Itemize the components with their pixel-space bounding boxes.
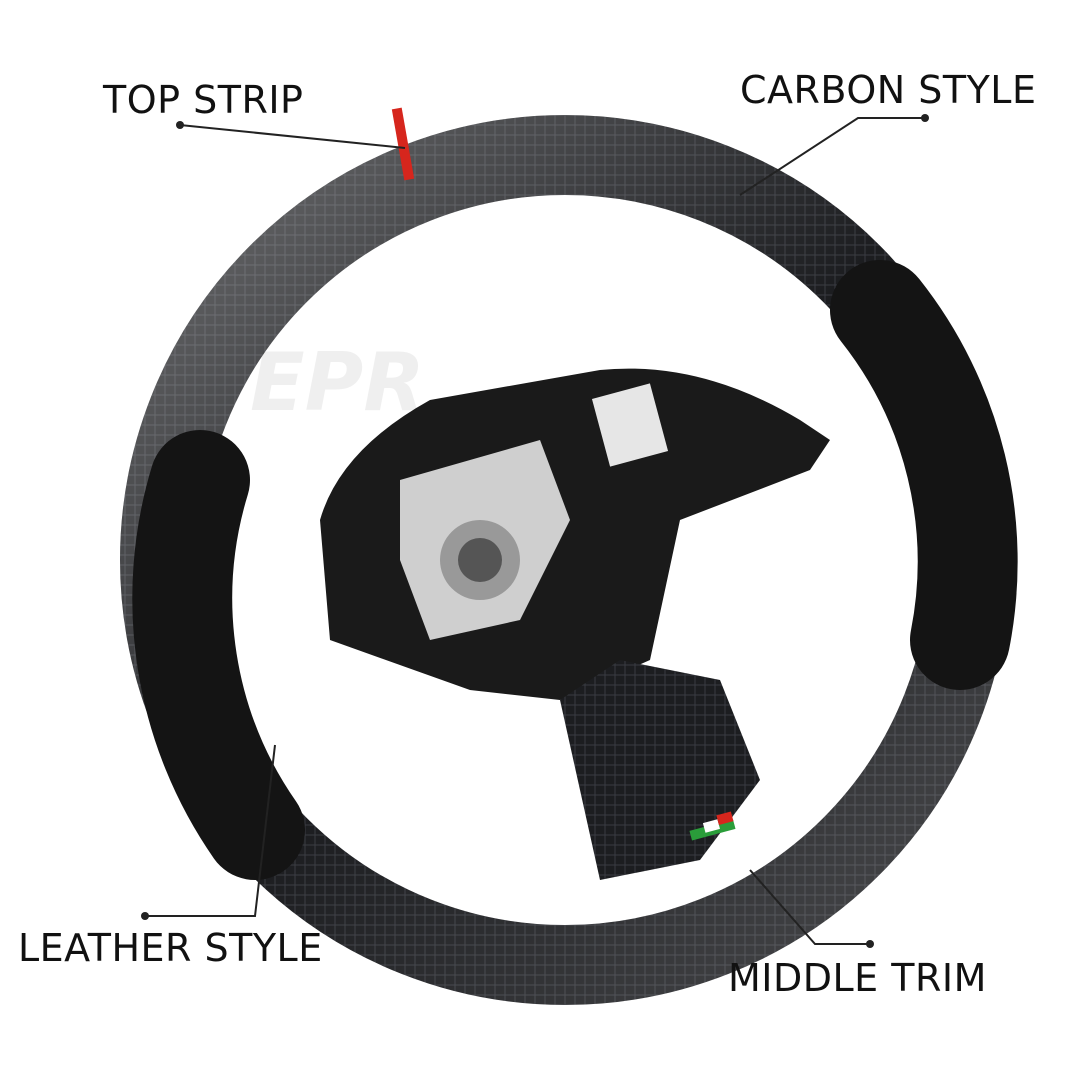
- leader-dots: [141, 114, 929, 948]
- carbon-style-leader: [739, 117, 925, 196]
- top-strip-dot: [176, 121, 184, 129]
- middle-trim-leader: [749, 869, 870, 945]
- leader-lines: [145, 117, 925, 945]
- top-strip-leader: [179, 124, 406, 149]
- middle-trim-dot: [866, 940, 874, 948]
- wheel-hub: [320, 368, 830, 880]
- watermark: EPR: [250, 336, 425, 429]
- left-leather-grip: [132, 430, 305, 880]
- leather-style-dot: [141, 912, 149, 920]
- top-strip-marker: [391, 107, 415, 181]
- carbon-style-label: CARBON STYLE: [740, 68, 1037, 112]
- top-strip-label: TOP STRIP: [103, 78, 304, 122]
- right-leather-grip: [830, 260, 1018, 690]
- middle-trim-label: MIDDLE TRIM: [728, 956, 987, 1000]
- leather-style-leader: [145, 744, 276, 917]
- leather-style-label: LEATHER STYLE: [18, 926, 323, 970]
- carbon-style-dot: [921, 114, 929, 122]
